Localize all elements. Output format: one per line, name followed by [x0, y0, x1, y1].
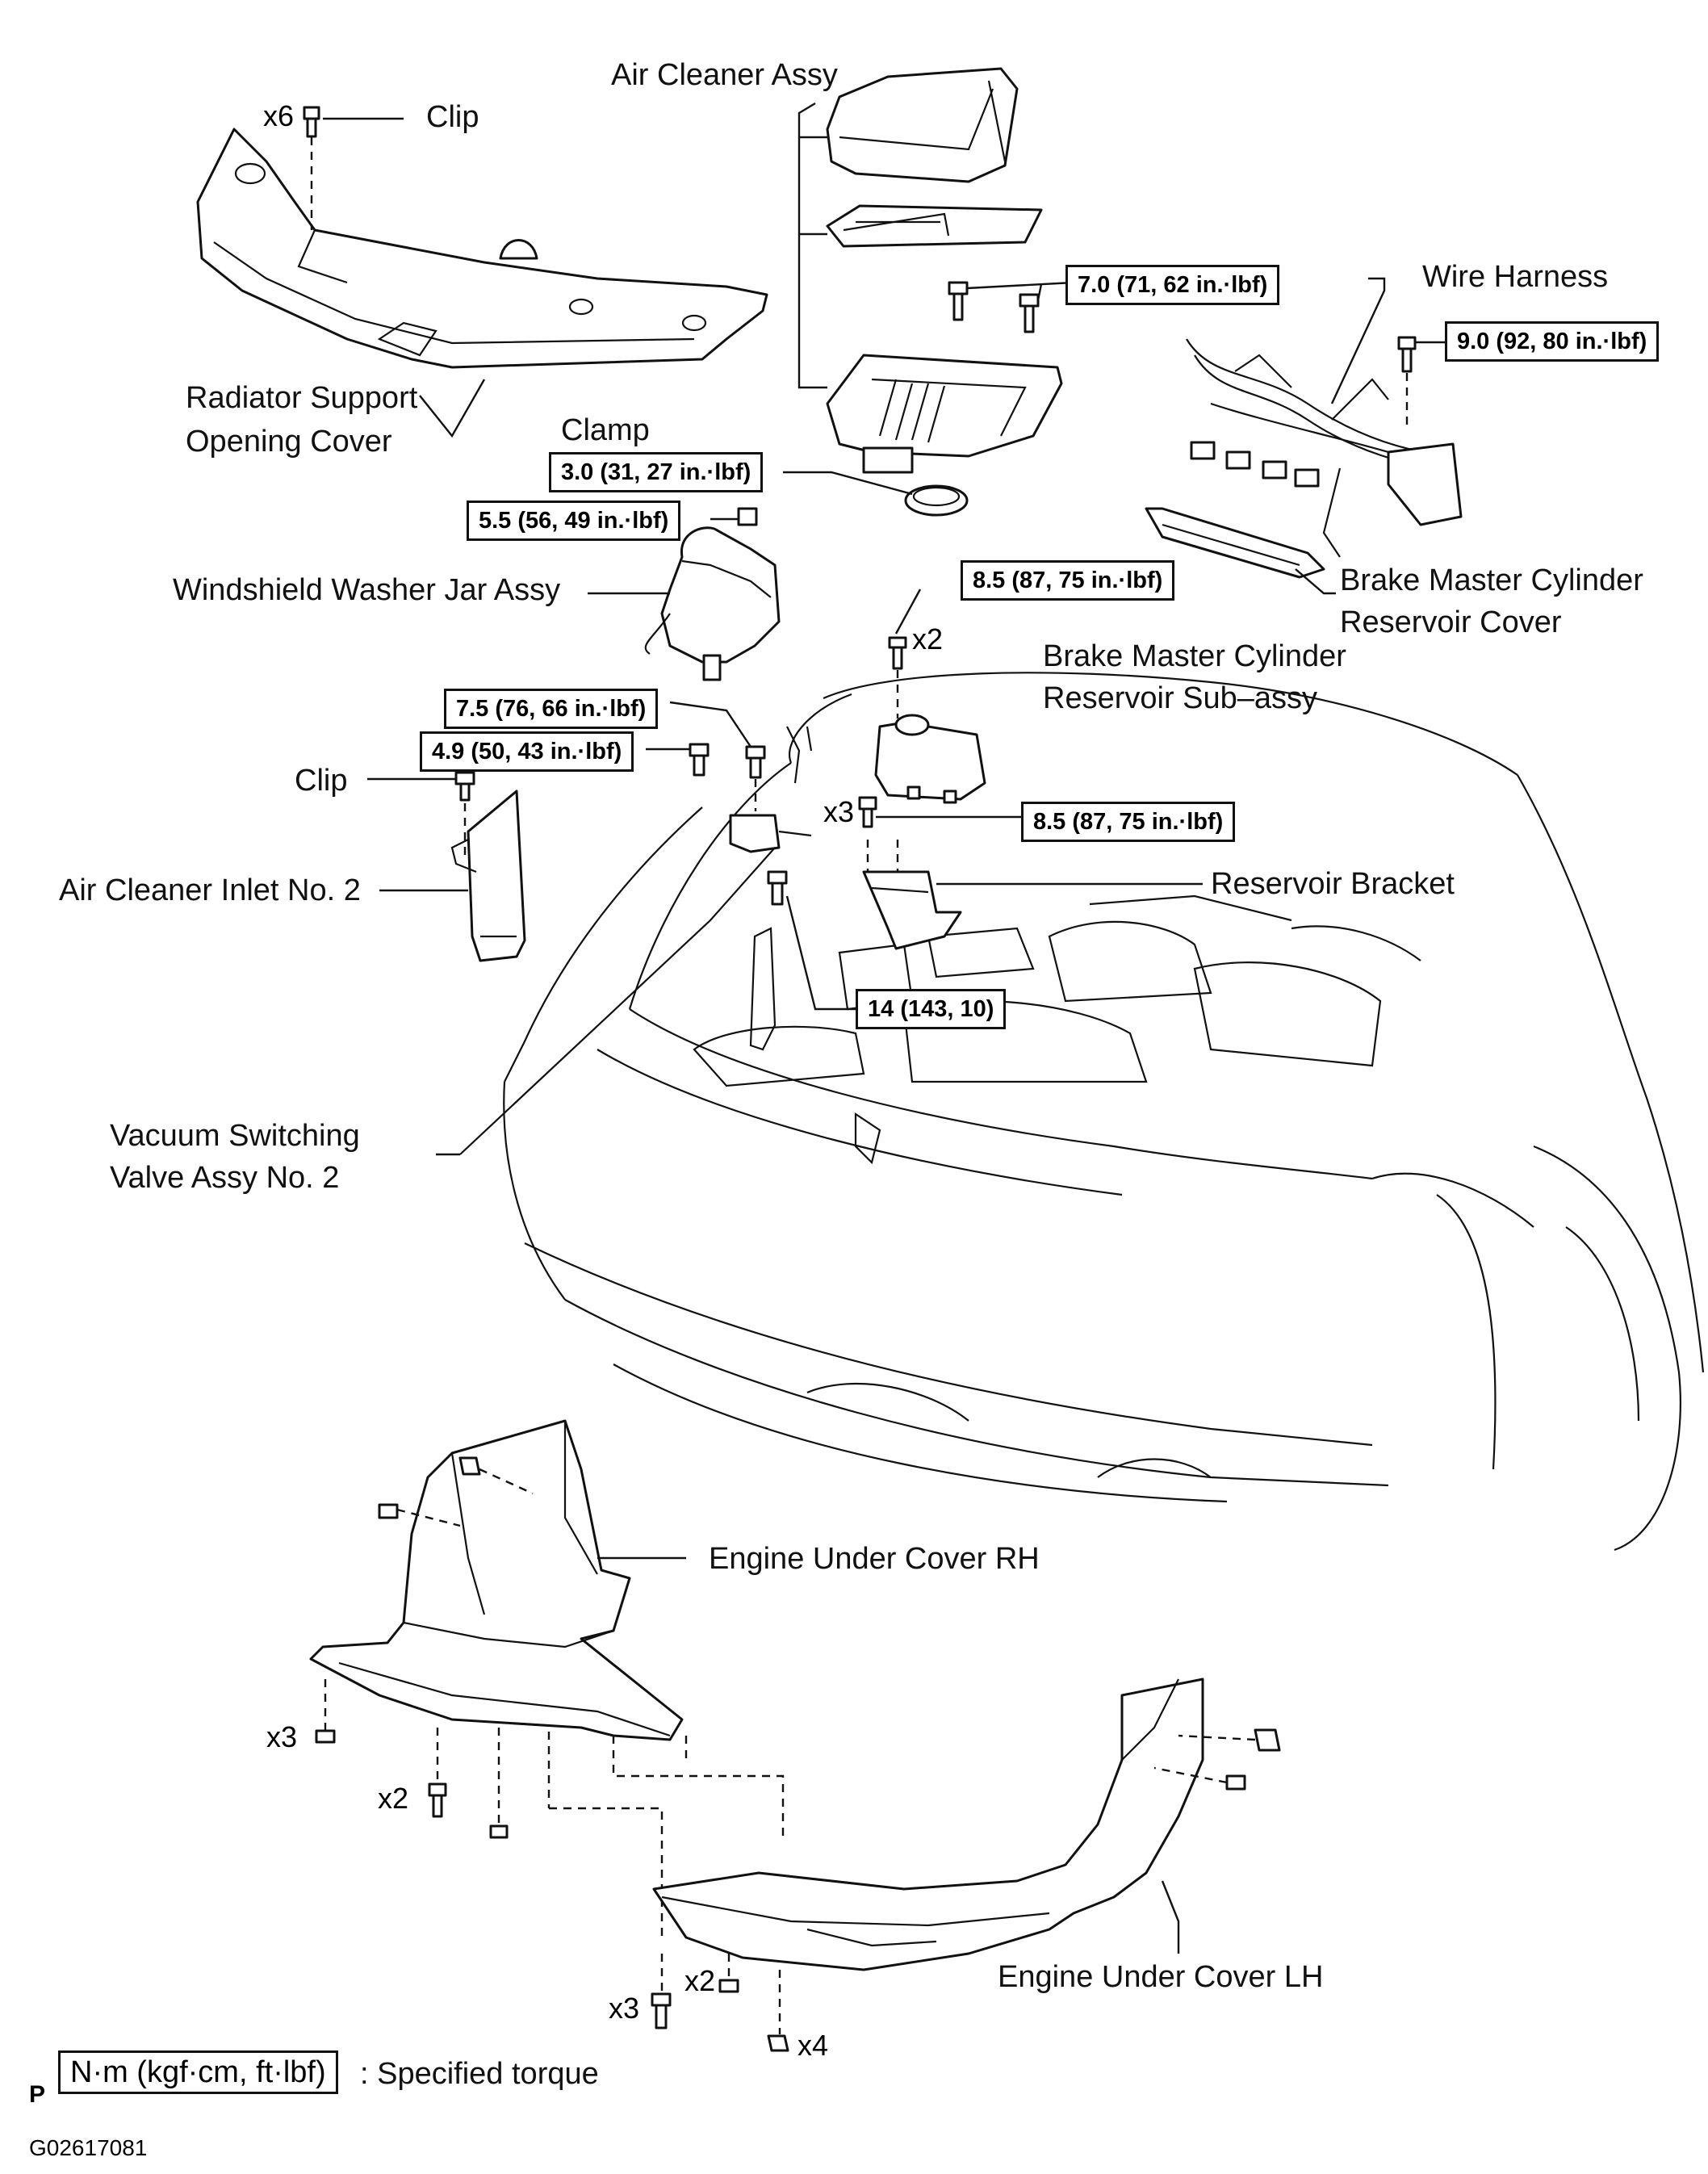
- qty-reservoir-top: x2: [912, 622, 944, 656]
- qty-lh-a: x3: [609, 1992, 640, 2025]
- engine-under-cover-lh: [652, 1678, 1204, 1971]
- torque-wire-harness: 9.0 (92, 80 in.·lbf): [1445, 321, 1660, 362]
- washer-jar-nut: [710, 507, 758, 526]
- label-opening-cover: Opening Cover: [186, 425, 392, 459]
- air-cleaner-bolts: [948, 281, 1074, 333]
- label-vsv-2: Valve Assy No. 2: [110, 1161, 340, 1195]
- under-rh-fasteners: [315, 1456, 785, 1937]
- clip-fastener: [303, 106, 320, 230]
- qty-lh-c: x4: [797, 2029, 829, 2062]
- legend-torque-box: N·m (kgf·cm, ft·lbf): [58, 2050, 338, 2094]
- label-clip-top: Clip: [426, 100, 479, 134]
- air-cleaner-inlet: [379, 790, 526, 962]
- legend-marker: P: [29, 2081, 46, 2108]
- label-clip-mid: Clip: [295, 764, 348, 798]
- air-cleaner-assy: [797, 67, 1063, 474]
- vsv-assy: [436, 726, 813, 1156]
- label-wire-harness: Wire Harness: [1422, 260, 1609, 294]
- wire-harness: [1186, 338, 1463, 558]
- vsv-bolts: [646, 701, 766, 811]
- label-reservoir-bracket: Reservoir Bracket: [1211, 867, 1455, 901]
- qty-bracket: x3: [823, 795, 855, 828]
- torque-reservoir-bracket: 8.5 (87, 75 in.·lbf): [1021, 802, 1236, 842]
- torque-air-inlet: 4.9 (50, 43 in.·lbf): [420, 731, 634, 772]
- label-under-cover-lh: Engine Under Cover LH: [998, 1960, 1324, 1994]
- hose-clamp: [783, 471, 969, 517]
- brake-reservoir-cover: [1145, 507, 1336, 595]
- engine-under-cover-rh: [309, 1419, 686, 1741]
- label-washer-jar: Windshield Washer Jar Assy: [173, 573, 561, 607]
- harness-bolt: [1397, 336, 1445, 428]
- torque-clamp: 3.0 (31, 27 in.·lbf): [549, 452, 764, 492]
- label-brake-cover-1: Brake Master Cylinder: [1340, 563, 1643, 597]
- radiator-support-cover: [196, 128, 768, 369]
- torque-air-cleaner: 7.0 (71, 62 in.·lbf): [1065, 265, 1280, 305]
- qty-rh-a: x3: [266, 1720, 298, 1753]
- label-radiator-support: Radiator Support: [186, 381, 418, 415]
- label-clamp: Clamp: [561, 413, 650, 447]
- bracket-bolt: [749, 870, 856, 1051]
- qty-clip: x6: [263, 99, 295, 132]
- vehicle-front-body: [503, 672, 1705, 1552]
- under-lh-fasteners: [651, 1728, 1281, 2052]
- air-inlet-clip: [367, 771, 475, 856]
- label-air-cleaner-inlet: Air Cleaner Inlet No. 2: [59, 873, 361, 907]
- torque-bracket: 14 (143, 10): [856, 989, 1007, 1029]
- reservoir-bolt-top: [888, 589, 922, 718]
- reservoir-bracket: [862, 840, 1203, 950]
- figure-code: G02617081: [29, 2135, 148, 2160]
- label-brake-cover-2: Reservoir Cover: [1340, 605, 1562, 639]
- label-under-cover-rh: Engine Under Cover RH: [709, 1542, 1040, 1576]
- legend-torque-text: : Specified torque: [360, 2057, 599, 2091]
- torque-washer-jar: 5.5 (56, 49 in.·lbf): [467, 501, 681, 541]
- label-air-cleaner-assy: Air Cleaner Assy: [611, 58, 838, 92]
- torque-vsv: 7.5 (76, 66 in.·lbf): [444, 689, 659, 729]
- qty-lh-b: x2: [684, 1964, 716, 1997]
- qty-rh-b: x2: [378, 1782, 409, 1815]
- label-brake-reservoir-2: Reservoir Sub–assy: [1043, 681, 1318, 715]
- label-brake-reservoir-1: Brake Master Cylinder: [1043, 639, 1346, 673]
- washer-jar: [588, 526, 781, 681]
- brake-reservoir: [874, 714, 986, 804]
- label-vsv-1: Vacuum Switching: [110, 1119, 360, 1153]
- wire-harness-leader: [1330, 277, 1386, 404]
- radiator-leader: [419, 379, 486, 438]
- torque-reservoir-top: 8.5 (87, 75 in.·lbf): [961, 560, 1175, 601]
- reservoir-bolt-mid: [858, 796, 1021, 828]
